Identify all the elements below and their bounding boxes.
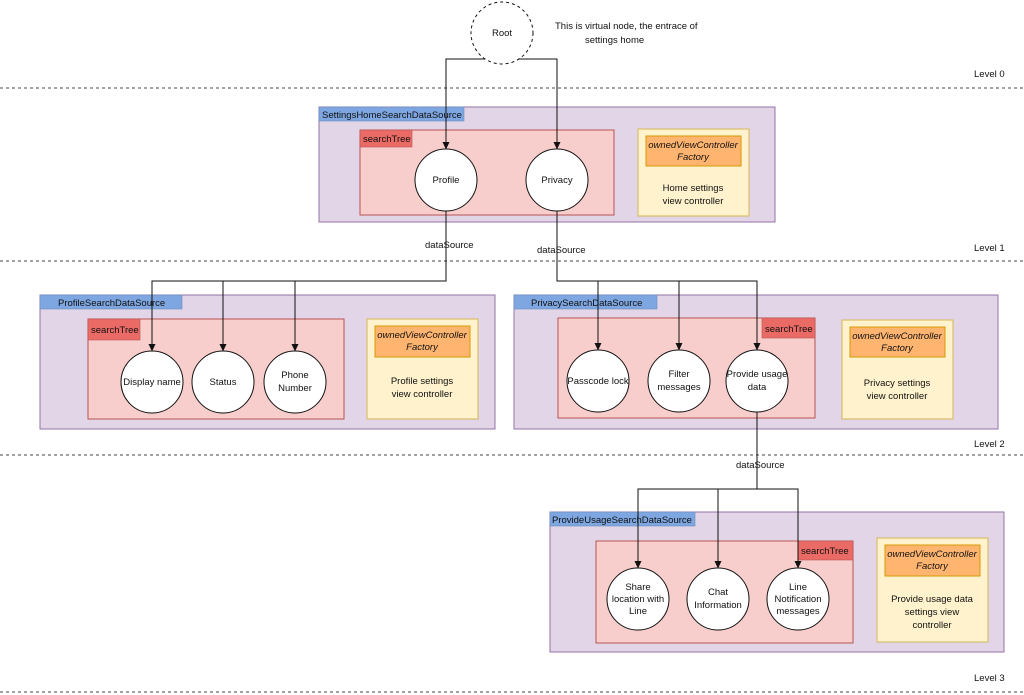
search-tree-label-box [87,318,141,341]
share-location-node-label: Share [625,582,650,593]
phone-number-node-label: Phone [281,370,308,381]
factory-label: ownedViewController [377,330,467,341]
chat-information-node [686,567,750,631]
edge-label-data-source: dataSource [537,245,586,256]
factory-label: ownedViewController [648,140,738,151]
filter-messages-node-label: Filter [668,369,689,380]
edge-usage-notification [757,488,802,569]
chat-information-node-label: Information [694,600,742,611]
provide-usage-data-node-label: data [748,382,767,393]
provide-usage-data-node-label: Provide usage [727,369,788,380]
factory-box [849,326,946,358]
search-tree-label: searchTree [801,546,849,557]
level-label: Level 2 [974,439,1005,450]
factory-label: ownedViewController [852,331,942,342]
share-location-node-label: Line [629,606,647,617]
usage-view-controller-label: settings view [905,607,960,618]
root-note: settings home [585,35,644,46]
search-tree-label: searchTree [765,324,813,335]
search-tree-label-box [761,317,816,339]
privacy-node-label: Privacy [541,175,572,186]
edge-root-profile [442,58,485,150]
root-note: This is virtual node, the entrace of [555,21,698,32]
root-node-label: Root [492,28,512,39]
factory-box [645,135,742,167]
line-notification-node-label: messages [776,606,820,617]
edge-label-data-source: dataSource [736,460,785,471]
root-node [470,1,534,65]
profile-data-source-title-box [39,294,183,310]
filter-messages-node-label: messages [657,382,701,393]
home-data-source-title: SettingsHomeSearchDataSource [322,110,462,121]
factory-label: Factory [406,342,439,353]
passcode-lock-node-label: Passcode lock [567,376,629,387]
home-view-controller-label: view controller [663,196,724,207]
edge-label-data-source: dataSource [425,240,474,251]
edge-profile-data-source [148,211,447,352]
home-view-controller-label: Home settings [663,183,724,194]
provide-usage-data-node [725,349,789,413]
chat-information-node-label: Chat [708,587,728,598]
factory-label: Factory [881,343,914,354]
share-location-node-label: location with [612,594,664,605]
level-label: Level 1 [974,243,1005,254]
edge-privacy-usage [679,280,761,351]
profile-node-label: Profile [433,175,460,186]
edge-root-privacy [519,58,561,150]
search-tree-label: searchTree [363,134,411,145]
privacy-data-source-title-box [513,294,658,310]
status-node-label: Status [210,377,237,388]
usage-view-controller-label: Provide usage data [891,594,974,605]
privacy-view-controller-label: Privacy settings [864,378,931,389]
privacy-data-source-title: PrivacySearchDataSource [531,298,642,309]
usage-view-controller-label: controller [912,620,951,631]
factory-label: Factory [916,561,949,572]
factory-label: Factory [677,152,710,163]
filter-messages-node [647,349,711,413]
search-tree-label-box [359,129,413,148]
edge-privacy-data-source [556,211,602,351]
usage-data-source-title-box [549,511,696,527]
display-name-node-label: Display name [123,377,181,388]
factory-box [884,544,981,577]
usage-data-source-title: ProvideUsageSearchDataSource [552,515,692,526]
profile-view-controller-label: view controller [392,389,453,400]
phone-number-node-label: Number [278,383,312,394]
line-notification-node-label: Notification [775,594,822,605]
line-notification-node-label: Line [789,582,807,593]
edge-usage-data-source [634,412,758,569]
privacy-view-controller-label: view controller [867,391,928,402]
profile-view-controller-label: Profile settings [391,376,454,387]
level-label: Level 3 [974,673,1005,684]
level-label: Level 0 [974,69,1005,80]
phone-number-node [263,350,327,414]
profile-data-source-title: ProfileSearchDataSource [58,298,165,309]
search-tree-label: searchTree [91,325,139,336]
factory-box [374,325,471,358]
factory-label: ownedViewController [887,549,977,560]
home-data-source-title-box [318,106,465,122]
